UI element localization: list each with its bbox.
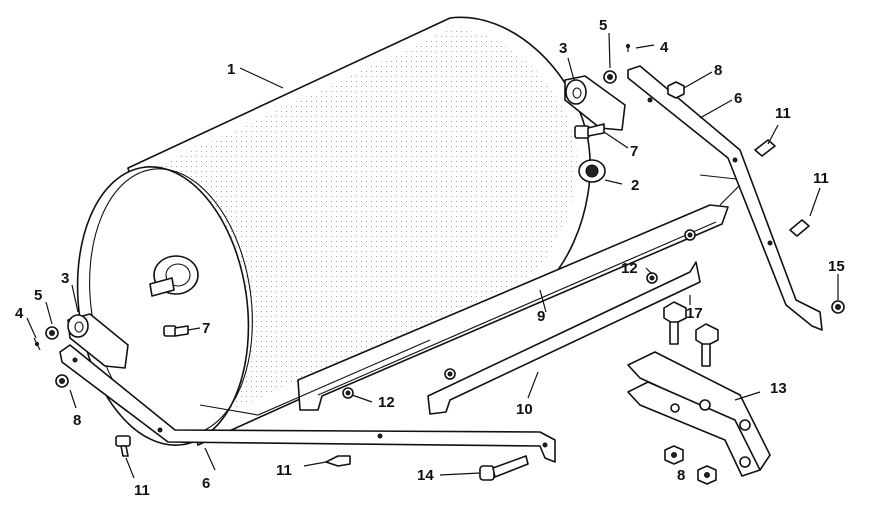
- pin-rear: [625, 43, 631, 52]
- callout-1: 1: [227, 61, 235, 78]
- bolt-rear: [574, 123, 605, 139]
- callout-12: 12: [621, 260, 638, 277]
- pin-front: [33, 337, 41, 351]
- callout-12: 12: [378, 394, 395, 411]
- callout-5: 5: [34, 287, 42, 304]
- callout-17: 17: [686, 305, 703, 322]
- bolt-front: [163, 325, 189, 337]
- nut-front: [55, 374, 69, 388]
- handle-arm-left: [59, 344, 556, 463]
- callout-8: 8: [73, 412, 81, 429]
- nut-12-lower-right: [444, 368, 456, 380]
- callout-8: 8: [677, 467, 685, 484]
- callout-3: 3: [61, 270, 69, 287]
- callout-5: 5: [599, 17, 607, 34]
- nut-8-hitch-right: [697, 465, 717, 485]
- callout-7: 7: [630, 143, 638, 160]
- callout-13: 13: [770, 380, 787, 397]
- nut-12-upper: [684, 229, 696, 241]
- bolt-11-middle: [789, 219, 810, 237]
- scraper-support-bar: [427, 261, 701, 415]
- callout-8: 8: [714, 62, 722, 79]
- callout-14: 14: [417, 467, 434, 484]
- nut-12-lower-left: [342, 387, 354, 399]
- nut-rear: [667, 81, 685, 99]
- hitch-bracket: [627, 351, 771, 477]
- washer-rear: [603, 70, 617, 84]
- bearing-bracket-left: [67, 313, 129, 369]
- washer-front: [45, 326, 59, 340]
- bolt-11-bottom: [325, 455, 351, 467]
- drum: [76, 16, 591, 446]
- callout-3: 3: [559, 40, 567, 57]
- bolt-14: [479, 455, 529, 481]
- callout-4: 4: [15, 305, 24, 322]
- bolt-11-left: [115, 435, 131, 457]
- callout-6: 6: [202, 475, 210, 492]
- callout-labels: 1 2 3 3 4 4 5 5 6 6 7 7 8 8 8 9 10 11 11…: [15, 17, 845, 499]
- bolt-17-right: [695, 323, 719, 367]
- callout-11: 11: [813, 170, 829, 187]
- nut-15: [831, 300, 845, 314]
- bearing-bracket-right: [564, 75, 626, 131]
- callout-9: 9: [537, 308, 545, 325]
- callout-11: 11: [134, 482, 150, 499]
- callout-11: 11: [276, 462, 292, 479]
- handle-arm-right: [627, 65, 823, 331]
- bolt-17-left: [663, 301, 687, 345]
- scraper-bar: [297, 204, 729, 411]
- callout-15: 15: [828, 258, 845, 275]
- callout-11: 11: [775, 105, 791, 122]
- leader-lines: [26, 32, 839, 479]
- callout-10: 10: [516, 401, 533, 418]
- callout-7: 7: [202, 320, 210, 337]
- callout-4: 4: [660, 39, 669, 56]
- bearing: [578, 159, 606, 183]
- callout-6: 6: [734, 90, 742, 107]
- bolt-11-upper: [754, 139, 776, 157]
- callout-2: 2: [631, 177, 639, 194]
- nut-12-middle: [646, 272, 658, 284]
- nut-8-hitch-left: [664, 445, 684, 465]
